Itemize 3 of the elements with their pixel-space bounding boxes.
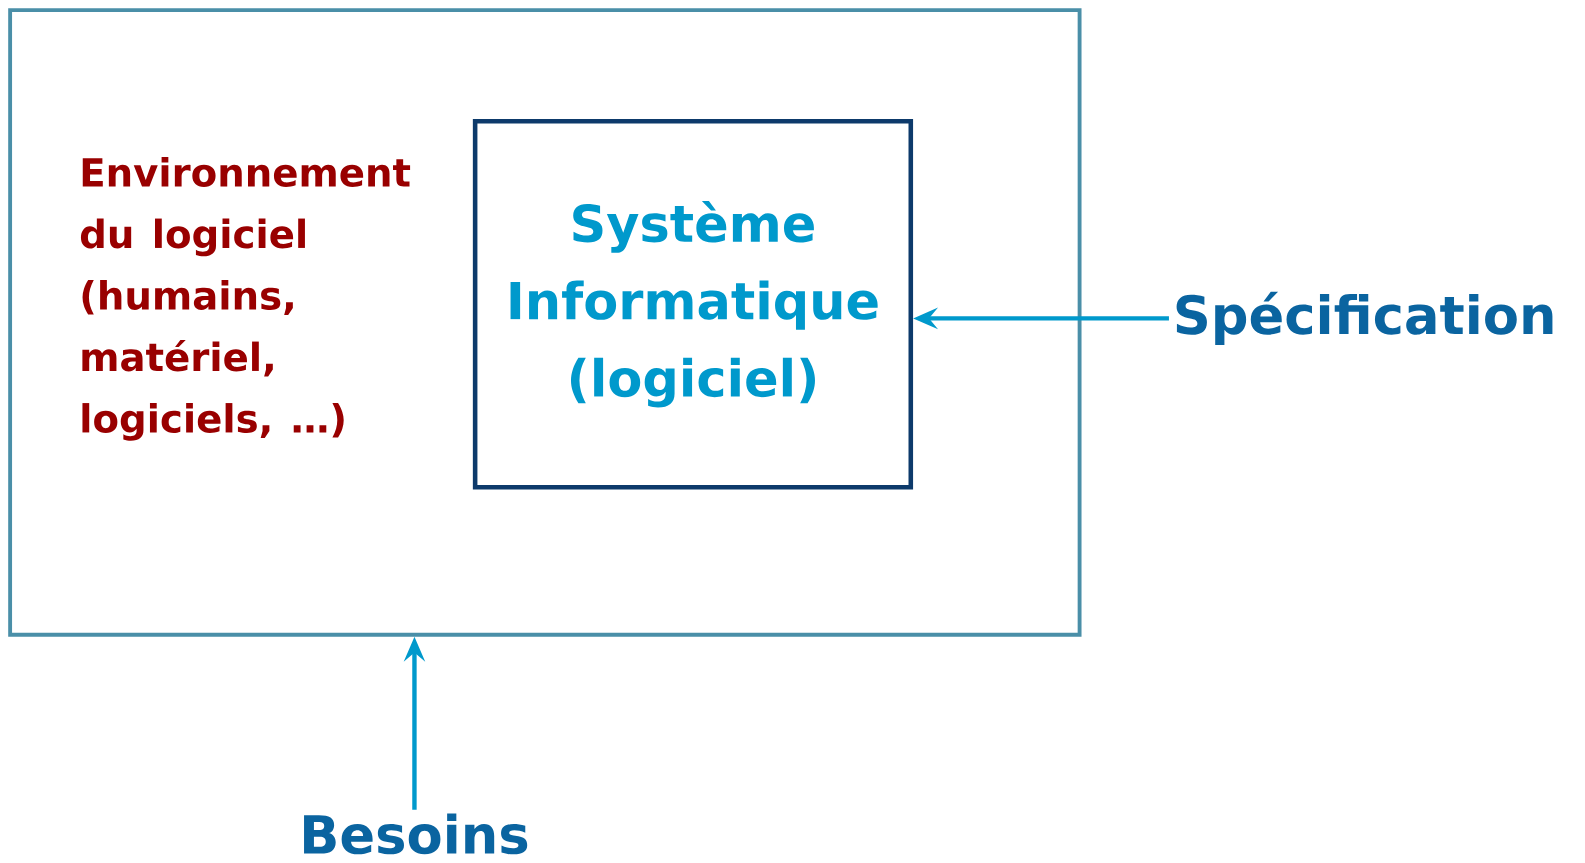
label-text: Spécification: [1176, 291, 1553, 345]
system-box: Système Informatique (logiciel): [472, 119, 914, 490]
label-text: Besoins: [304, 813, 528, 855]
